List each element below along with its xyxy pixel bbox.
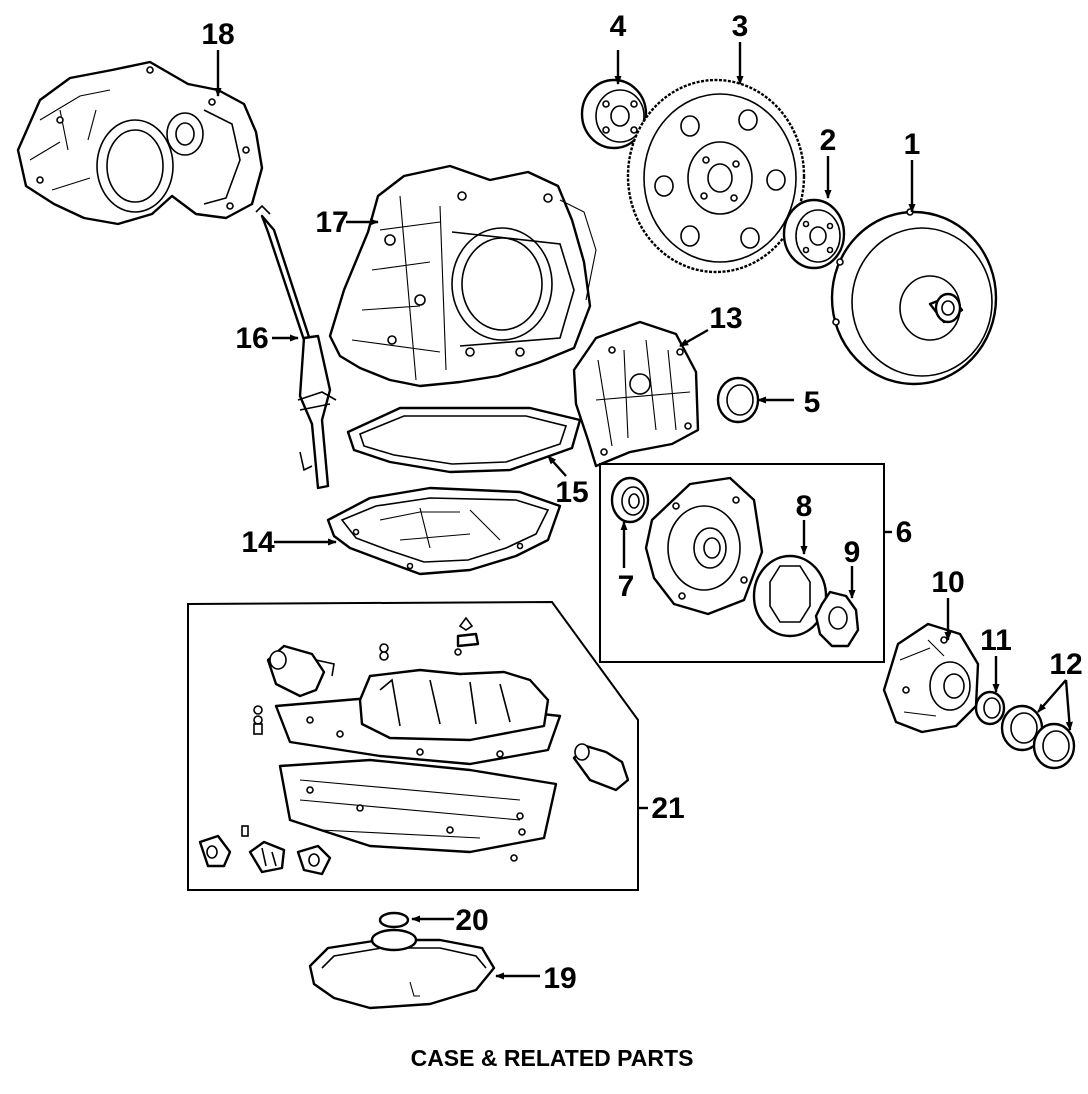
leader-12b (1064, 679, 1073, 731)
callout-4: 4 (610, 10, 627, 43)
part-10-pump-assembly (882, 622, 980, 734)
callout-9: 9 (844, 536, 861, 569)
callout-15: 15 (555, 476, 588, 509)
callout-18: 18 (201, 18, 234, 51)
part-2-spacer (782, 198, 846, 270)
callout-8: 8 (796, 490, 813, 523)
callout-11: 11 (980, 624, 1012, 657)
callout-2: 2 (820, 124, 837, 157)
part-21-solenoid-right (572, 743, 630, 792)
callout-10: 10 (931, 566, 964, 599)
callout-20: 20 (455, 904, 488, 937)
part-21-solenoid-upper (266, 644, 335, 698)
part-6-oil-pump-body (644, 476, 764, 616)
part-21-sensors (198, 834, 332, 876)
part-14-oil-pan (326, 486, 562, 576)
part-19-oil-strainer (308, 928, 496, 1010)
leader-15 (547, 455, 567, 477)
callout-numbers: 18 17 16 15 14 13 4 3 2 1 5 6 7 8 9 10 1… (201, 10, 1082, 995)
part-3-drive-plate (626, 78, 806, 274)
callout-3: 3 (732, 10, 749, 43)
part-17-transaxle-case (328, 164, 597, 388)
part-18-transaxle-housing (16, 60, 264, 226)
part-1-torque-converter (830, 208, 998, 386)
part-7-bushing (610, 476, 650, 524)
part-20-o-ring (378, 911, 410, 929)
callout-14: 14 (241, 526, 275, 559)
part-21-valve-body (274, 668, 562, 854)
callout-5: 5 (804, 386, 821, 419)
part-9-drive-gear (814, 590, 860, 648)
callout-12: 12 (1049, 648, 1082, 681)
callout-19: 19 (543, 962, 576, 995)
part-8-driven-gear (752, 554, 828, 638)
part-21-small-fittings (241, 616, 526, 862)
leader-lines (214, 42, 1073, 980)
callout-7: 7 (618, 570, 635, 603)
part-13-cover-plate (572, 320, 700, 468)
callout-13: 13 (709, 302, 742, 335)
part-5-oil-seal (716, 376, 760, 424)
part-15-oil-pan-gasket (346, 406, 582, 474)
group-21-valve-body-box (187, 600, 639, 891)
leader-13 (679, 328, 709, 348)
part-12-o-rings (1000, 704, 1076, 770)
callout-16: 16 (235, 322, 268, 355)
part-16-dipstick-tube (255, 204, 337, 490)
group-6-oil-pump-box (599, 463, 885, 663)
callout-1: 1 (904, 128, 921, 161)
callout-21: 21 (651, 792, 684, 825)
diagram-caption: CASE & RELATED PARTS (411, 1045, 694, 1071)
part-11-seal-ring (974, 690, 1006, 726)
callout-17: 17 (315, 206, 348, 239)
leader-12a (1037, 679, 1067, 713)
part-4-adapter-plate (580, 78, 648, 150)
callout-6: 6 (896, 516, 913, 549)
